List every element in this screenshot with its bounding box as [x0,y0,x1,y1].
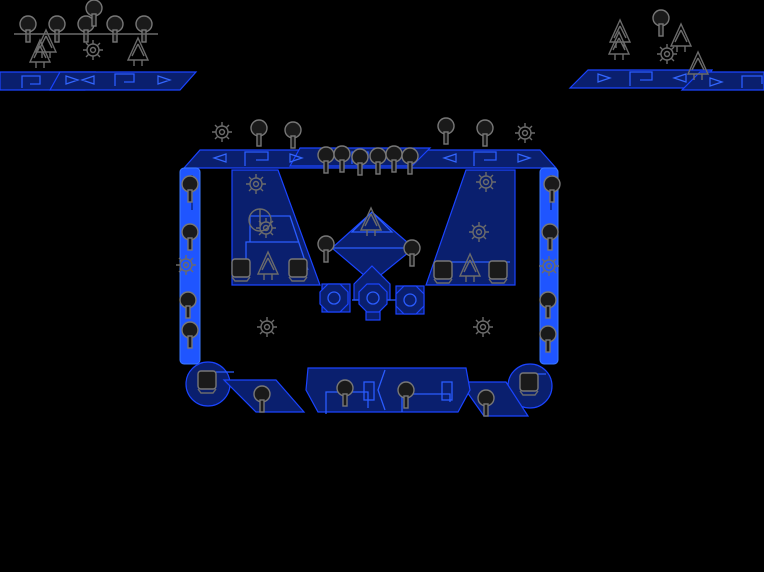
bulb-icon[interactable] [19,0,153,43]
bulb-icon[interactable] [652,9,670,37]
gear-icon [82,39,104,61]
arrow-right-icon[interactable] [289,153,532,163]
right-inner-block [425,169,516,286]
gear-icon [656,43,678,65]
top-left-platform [0,0,198,91]
main-arena [179,147,559,417]
arrow-left-icon[interactable] [212,153,457,163]
bottom-center-platform [305,367,471,413]
octagon-icon[interactable] [319,283,425,315]
tree-icon [29,29,149,69]
top-right-platform [568,9,764,91]
